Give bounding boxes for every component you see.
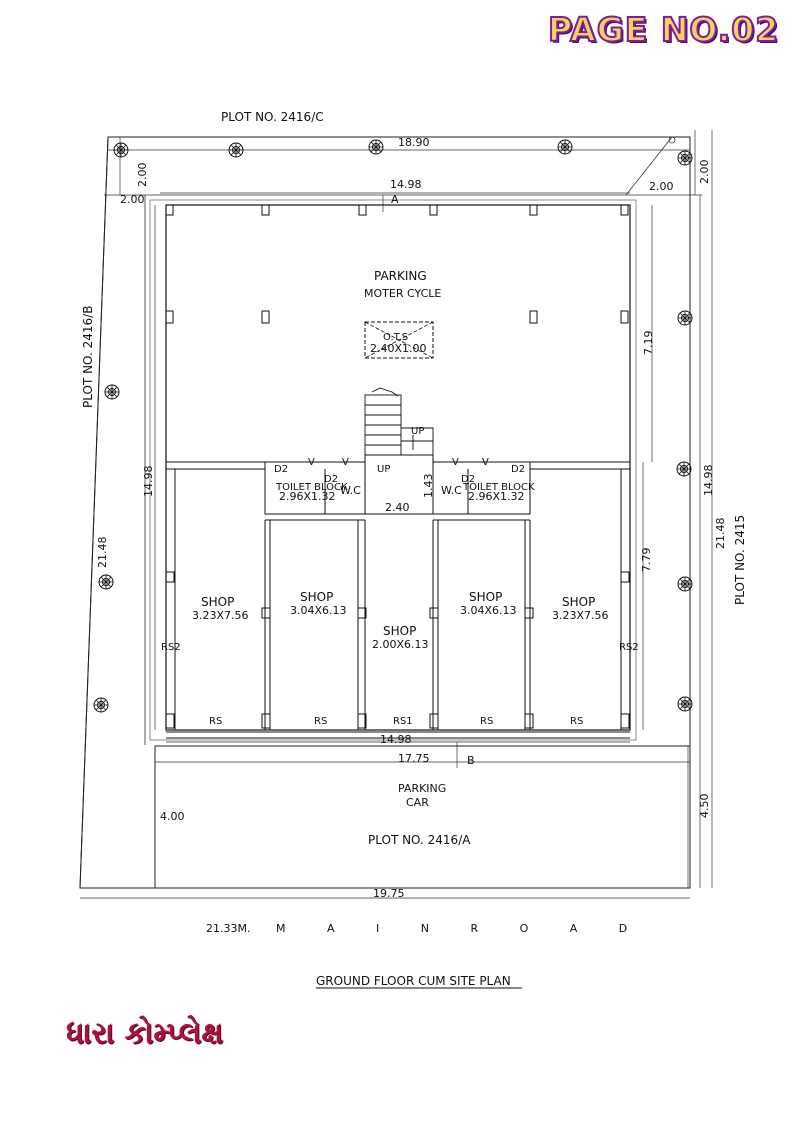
svg-text:V: V	[342, 457, 349, 468]
svg-text:RS: RS	[570, 716, 583, 727]
svg-text:TOILET BLOCK: TOILET BLOCK	[462, 482, 535, 493]
svg-text:SHOP: SHOP	[383, 624, 416, 638]
dim-bottom-width: 19.75	[373, 887, 405, 900]
dim-depth-west: 14.98	[142, 466, 155, 498]
svg-text:D2: D2	[274, 464, 288, 475]
svg-text:2.96X1.32: 2.96X1.32	[279, 490, 336, 503]
dim-front-parking-depth: 4.50	[698, 794, 711, 819]
dim-margin-north-left: 2.00	[136, 163, 149, 188]
toilet-block-left: D2 V V D2 TOILET BLOCK 2.96X1.32 W.C	[274, 457, 361, 503]
dim-depth-east: 14.98	[702, 465, 715, 497]
dim-margin-west: 2.00	[120, 193, 145, 206]
dim-building-width-top: 14.98	[390, 178, 422, 191]
svg-text:RS: RS	[209, 716, 222, 727]
svg-text:3.23X7.56: 3.23X7.56	[192, 609, 249, 622]
staircase	[364, 387, 434, 456]
svg-text:RS1: RS1	[393, 716, 413, 727]
dim-east-side: 21.48	[714, 518, 727, 550]
dim-front-width: 17.75	[398, 752, 430, 765]
road-name: M A I N R O A D	[276, 922, 646, 935]
stair-up-label-2: UP	[377, 464, 390, 475]
toilet-block-right: D2 V V D2 TOILET BLOCK 2.96X1.32 W.C	[441, 457, 535, 503]
svg-text:D2: D2	[511, 464, 525, 475]
shop-1: SHOP 3.23X7.56 RS RS2	[161, 595, 249, 727]
svg-text:V: V	[452, 457, 459, 468]
svg-text:2.96X1.32: 2.96X1.32	[468, 490, 525, 503]
parking-label: PARKING	[374, 269, 427, 283]
dim-west-side: 21.48	[96, 537, 109, 569]
dim-margin-north-right: 2.00	[649, 180, 674, 193]
svg-text:SHOP: SHOP	[469, 590, 502, 604]
complex-name-logo: ધારા કોમ્પ્લેક્ષ	[66, 1016, 224, 1051]
svg-text:TOILET BLOCK: TOILET BLOCK	[275, 482, 348, 493]
dim-building-width-bottom: 14.98	[380, 733, 412, 746]
dim-passage-width: 2.40	[385, 501, 410, 514]
plot-west-edge	[79, 136, 109, 889]
svg-text:D2: D2	[461, 474, 475, 485]
ots-size: 2.40X1.00	[370, 342, 427, 355]
stair-up-label-1: UP	[411, 426, 424, 437]
svg-text:RS2: RS2	[161, 642, 181, 653]
car-parking-sublabel: CAR	[406, 796, 429, 809]
road-width: 21.33M.	[206, 922, 250, 935]
building-outline	[165, 204, 631, 731]
dim-front-margin: 4.00	[160, 810, 185, 823]
dim-margin-east-top: 2.00	[698, 160, 711, 185]
front-car-parking-area	[154, 745, 691, 889]
ots-box	[364, 321, 434, 359]
svg-text:D2: D2	[324, 474, 338, 485]
shop-4: SHOP 3.04X6.13 RS	[460, 590, 517, 727]
dim-parking-depth: 7.19	[642, 331, 655, 356]
svg-text:V: V	[482, 457, 489, 468]
svg-text:3.04X6.13: 3.04X6.13	[290, 604, 347, 617]
ots-label: O.T.S	[383, 332, 408, 343]
dim-stair-gap: 1.43	[422, 474, 435, 499]
svg-text:RS: RS	[314, 716, 327, 727]
shop-5: SHOP 3.23X7.56 RS RS2	[552, 595, 639, 727]
svg-text:SHOP: SHOP	[201, 595, 234, 609]
drawing-title: GROUND FLOOR CUM SITE PLAN	[316, 974, 511, 988]
svg-text:RS: RS	[480, 716, 493, 727]
svg-text:3.04X6.13: 3.04X6.13	[460, 604, 517, 617]
shop-3: SHOP 2.00X6.13 RS1	[372, 624, 429, 727]
svg-text:RS2: RS2	[619, 642, 639, 653]
svg-text:SHOP: SHOP	[562, 595, 595, 609]
svg-text:W.C: W.C	[340, 484, 361, 497]
parking-sublabel: MOTER CYCLE	[364, 287, 441, 300]
section-mark-b: B	[467, 754, 475, 767]
svg-text:SHOP: SHOP	[300, 590, 333, 604]
plot-north-label: PLOT NO. 2416/C	[221, 110, 324, 124]
plot-west-label: PLOT NO. 2416/B	[81, 306, 95, 408]
dim-top-width: 18.90	[398, 136, 430, 149]
svg-text:W.C: W.C	[441, 484, 462, 497]
section-mark-a: A	[391, 193, 399, 206]
svg-text:2.00X6.13: 2.00X6.13	[372, 638, 429, 651]
shop-2: SHOP 3.04X6.13 RS	[290, 590, 347, 727]
page-number: PAGE NO.02	[547, 9, 780, 50]
svg-text:V: V	[308, 457, 315, 468]
svg-text:3.23X7.56: 3.23X7.56	[552, 609, 609, 622]
car-parking-label: PARKING	[398, 782, 446, 795]
dim-shop-depth: 7.79	[640, 548, 653, 573]
plot-east-label: PLOT NO. 2415	[733, 515, 747, 605]
plot-south-label: PLOT NO. 2416/A	[368, 833, 471, 847]
